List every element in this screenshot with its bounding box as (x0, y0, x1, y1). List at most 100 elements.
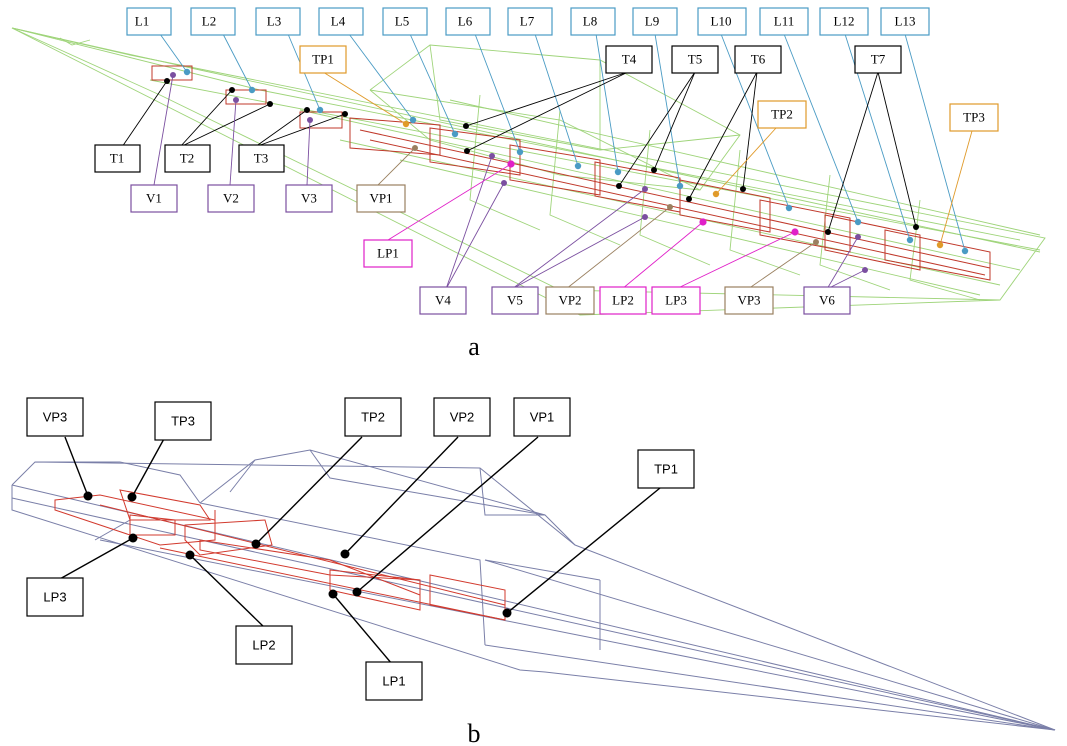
panel-b-markers (83, 491, 512, 618)
label-t1: T1 (94, 144, 141, 173)
panel-a-leader-lines (121, 33, 973, 290)
panel-a-markers (164, 68, 969, 273)
svg-text:T4: T4 (622, 52, 637, 67)
marker-b-tp2 (251, 539, 261, 549)
label-l1: L1 (126, 7, 172, 36)
svg-text:VP2: VP2 (558, 293, 581, 308)
label-t2: T2 (164, 144, 211, 173)
label-b-tp2: TP2 (344, 397, 402, 437)
label-lp3: LP3 (651, 286, 701, 315)
panel-b-leaders (57, 436, 661, 665)
svg-text:L5: L5 (395, 14, 409, 29)
label-v6: V6 (803, 286, 851, 315)
label-l13: L13 (880, 7, 930, 36)
svg-text:VP2: VP2 (450, 410, 475, 425)
svg-text:LP2: LP2 (612, 293, 634, 308)
label-v3: V3 (285, 184, 333, 213)
panel-b-internal-frames (54, 489, 506, 621)
svg-text:T6: T6 (751, 52, 766, 67)
svg-text:L9: L9 (645, 14, 659, 29)
svg-text:T7: T7 (871, 52, 886, 67)
marker-b-tp3 (127, 492, 137, 502)
label-l4: L4 (318, 7, 364, 36)
label-lp2: LP2 (599, 286, 647, 315)
label-t6: T6 (734, 45, 782, 74)
marker-b-vp1 (352, 587, 362, 597)
label-l2: L2 (190, 7, 236, 36)
marker-b-vp3 (83, 491, 93, 501)
panel-b-caption: b (468, 719, 481, 746)
label-t5: T5 (671, 45, 719, 74)
svg-text:TP2: TP2 (771, 107, 793, 122)
svg-text:L4: L4 (331, 14, 346, 29)
label-t3: T3 (238, 144, 285, 173)
svg-text:V4: V4 (435, 293, 451, 308)
svg-text:LP2: LP2 (252, 638, 275, 653)
label-v1: V1 (130, 184, 178, 213)
marker-b-lp2 (185, 550, 195, 560)
panel-a-labels: L1 L2 L3 L4 L5 L6 L7 L8 L9 L10 L11 L12 L… (94, 7, 999, 315)
svg-text:LP1: LP1 (382, 674, 405, 689)
svg-text:L6: L6 (458, 14, 473, 29)
label-b-lp1: LP1 (365, 661, 423, 701)
label-b-tp3: TP3 (154, 401, 212, 441)
label-lp1: LP1 (363, 239, 413, 268)
label-b-tp1: TP1 (637, 449, 695, 489)
panel-b-hull-wireframe (11, 449, 1056, 731)
label-v5: V5 (491, 286, 539, 315)
svg-text:V1: V1 (146, 191, 162, 206)
svg-text:LP3: LP3 (665, 293, 687, 308)
svg-text:TP3: TP3 (171, 414, 195, 429)
label-l11: L11 (759, 7, 809, 36)
svg-text:TP2: TP2 (361, 410, 385, 425)
svg-text:VP1: VP1 (369, 191, 392, 206)
svg-text:T1: T1 (110, 151, 124, 166)
svg-text:L12: L12 (834, 14, 855, 29)
label-b-vp1: VP1 (513, 397, 571, 437)
svg-text:L2: L2 (202, 14, 216, 29)
svg-text:L8: L8 (583, 14, 597, 29)
svg-text:L3: L3 (267, 14, 281, 29)
label-l9: L9 (632, 7, 678, 36)
panel-a-internal-frames (151, 65, 991, 281)
label-b-vp2: VP2 (433, 397, 491, 437)
svg-text:TP1: TP1 (654, 462, 678, 477)
label-l8: L8 (570, 7, 616, 36)
svg-text:L10: L10 (711, 14, 732, 29)
label-tp3: TP3 (949, 103, 999, 132)
svg-text:L13: L13 (895, 14, 916, 29)
svg-text:T2: T2 (180, 151, 194, 166)
panel-b-labels: VP3 TP3 TP2 VP2 VP1 TP1 LP3 LP2 LP1 (26, 397, 695, 701)
label-vp1: VP1 (356, 184, 406, 213)
label-t4: T4 (605, 45, 653, 74)
panel-a-caption: a (468, 332, 480, 361)
label-v4: V4 (419, 286, 467, 315)
label-v2: V2 (207, 184, 255, 213)
label-l3: L3 (255, 7, 301, 36)
marker-b-lp1 (328, 589, 338, 599)
svg-text:LP3: LP3 (43, 590, 66, 605)
svg-text:V2: V2 (223, 191, 239, 206)
label-l5: L5 (382, 7, 428, 36)
svg-text:VP3: VP3 (43, 410, 68, 425)
svg-text:TP3: TP3 (963, 110, 985, 125)
marker-b-lp3 (128, 533, 138, 543)
label-vp2: VP2 (545, 286, 595, 315)
label-tp2: TP2 (757, 100, 807, 129)
label-vp3: VP3 (724, 286, 774, 315)
svg-text:LP1: LP1 (377, 246, 399, 261)
label-b-lp3: LP3 (26, 577, 84, 617)
label-l10: L10 (697, 7, 747, 36)
label-l12: L12 (819, 7, 869, 36)
svg-text:V6: V6 (819, 293, 835, 308)
panel-a-hull-wireframe (11, 27, 1046, 316)
svg-text:V3: V3 (301, 191, 317, 206)
svg-text:T5: T5 (688, 52, 702, 67)
svg-text:L7: L7 (520, 14, 535, 29)
label-t7: T7 (854, 45, 902, 74)
label-l6: L6 (445, 7, 491, 36)
svg-text:VP3: VP3 (737, 293, 760, 308)
svg-text:T3: T3 (254, 151, 268, 166)
label-l7: L7 (507, 7, 553, 36)
